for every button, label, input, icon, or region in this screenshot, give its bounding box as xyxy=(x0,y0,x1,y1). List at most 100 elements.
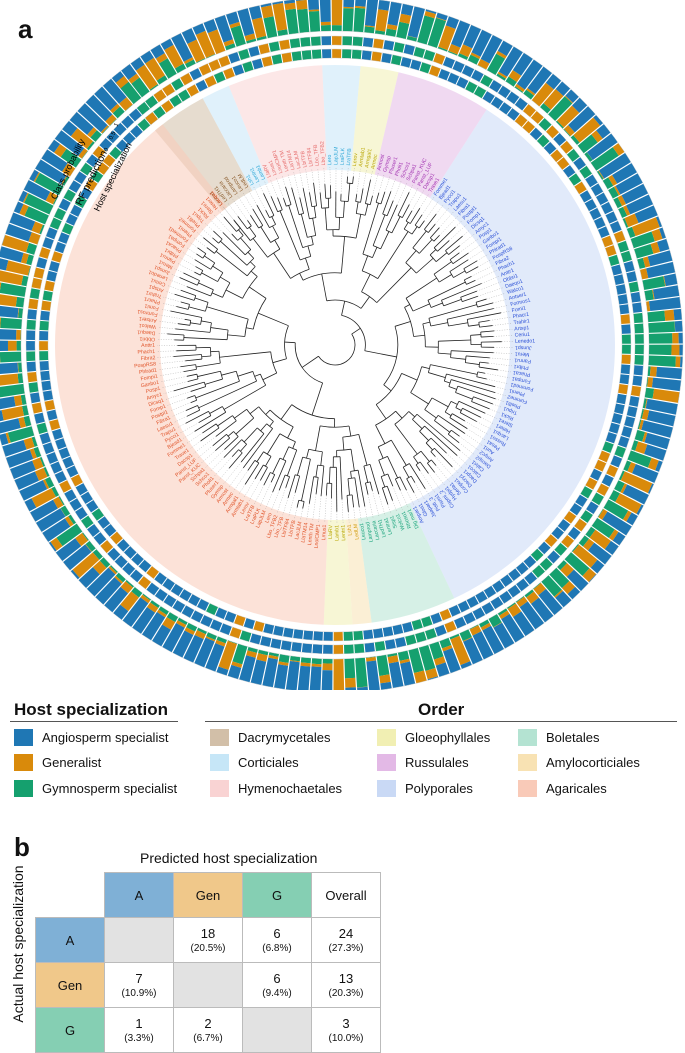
tree-branch xyxy=(476,299,486,302)
tree-branch xyxy=(257,452,264,462)
rf-prediction-cell xyxy=(363,37,373,47)
tree-branch xyxy=(249,227,256,236)
order-legend-amylocorticiales: Amylocorticiales xyxy=(518,752,640,772)
tree-branch xyxy=(451,430,459,436)
tree-branch xyxy=(257,205,270,227)
rf-prediction-cell xyxy=(373,39,384,49)
cm-cell xyxy=(105,918,174,963)
generalist-swatch xyxy=(14,754,33,771)
host-specialization-cell xyxy=(283,628,293,638)
tree-branch xyxy=(305,258,309,269)
tree-branch xyxy=(312,383,323,415)
dacrymycetales-label: Dacrymycetales xyxy=(238,730,330,745)
tip-guide xyxy=(164,297,181,302)
tree-branch xyxy=(307,449,309,458)
cm-cell xyxy=(174,963,243,1008)
cm-cell xyxy=(243,1008,312,1053)
tree-branch xyxy=(370,464,379,494)
tree-branch xyxy=(202,273,218,282)
order-legend-russulales: Russulales xyxy=(377,752,469,772)
host-specialization-cell xyxy=(621,324,630,333)
tree-branch xyxy=(356,214,361,238)
tree-branch xyxy=(449,386,457,389)
tree-branch xyxy=(265,456,271,466)
rf-prediction-cell xyxy=(606,465,618,477)
tip-guide xyxy=(490,317,511,320)
class-probability-segment xyxy=(343,0,354,7)
tree-branch xyxy=(198,283,213,290)
host-specialization-cell xyxy=(225,611,237,623)
tree-branch xyxy=(376,425,385,444)
tree-branch xyxy=(347,495,348,511)
host-specialization-cell xyxy=(51,251,62,262)
dacrymycetales-swatch xyxy=(210,729,229,746)
tree-branch xyxy=(267,434,280,454)
rf-prediction-cell xyxy=(610,221,622,233)
tree-branch xyxy=(211,328,228,330)
tip-guide xyxy=(459,436,478,450)
order-legend-gloeophyllales: Gloeophyllales xyxy=(377,727,490,747)
host-specialization-cell xyxy=(302,50,312,60)
host-legend-generalist: Generalist xyxy=(14,752,101,772)
host-specialization-cell xyxy=(223,68,235,80)
tree-branch xyxy=(194,272,200,275)
tree-branch xyxy=(471,335,481,336)
tree-branch xyxy=(458,386,496,399)
tree-branch xyxy=(210,407,223,414)
tree-branch xyxy=(285,342,296,343)
tree-branch xyxy=(447,309,494,320)
tree-branch xyxy=(361,297,369,309)
rf-prediction-cell xyxy=(228,52,240,64)
tree-branch xyxy=(186,411,209,423)
rf-prediction-cell xyxy=(50,462,62,474)
rf-prediction-cell xyxy=(43,442,55,454)
class-probability-segment xyxy=(377,655,390,676)
tree-branch xyxy=(232,450,238,457)
tree-branch xyxy=(176,350,196,351)
tip-guide xyxy=(233,199,248,220)
tree-branch xyxy=(419,221,424,228)
tree-branch xyxy=(283,447,289,460)
class-probability-segment xyxy=(16,330,21,340)
host-specialization-cell xyxy=(52,429,63,440)
tree-branch xyxy=(464,261,477,269)
tree-branch xyxy=(293,442,296,449)
class-probability-segment xyxy=(672,333,679,344)
cm-count: 13 xyxy=(312,971,380,986)
tree-branch xyxy=(405,304,410,307)
tree-branch xyxy=(292,188,299,215)
cm-percent: (6.8%) xyxy=(243,943,311,954)
tip-guide xyxy=(435,208,448,224)
rf-prediction-cell xyxy=(311,36,321,46)
rf-prediction-cell xyxy=(210,619,222,631)
tree-branch xyxy=(180,365,195,367)
tree-branch xyxy=(187,410,200,416)
tree-branch xyxy=(445,236,462,251)
tip-guide xyxy=(379,494,385,516)
rf-prediction-cell xyxy=(230,627,242,639)
cm-count: 2 xyxy=(174,1016,242,1031)
rf-prediction-cell xyxy=(621,251,632,263)
class-probability-segment xyxy=(0,352,21,363)
tip-guide xyxy=(294,172,300,198)
cm-count: 1 xyxy=(105,1016,173,1031)
tip-guide xyxy=(172,411,186,417)
host-specialization-cell xyxy=(43,390,53,400)
tree-branch xyxy=(199,381,257,408)
tip-label: Lsh1 xyxy=(347,524,354,536)
cm-row-label-a: A xyxy=(36,918,105,963)
class-probability-segment xyxy=(261,5,274,18)
rf-prediction-cell xyxy=(354,644,364,654)
host-specialization-cell xyxy=(293,629,303,639)
rf-prediction-cell xyxy=(240,630,252,641)
tree-branch xyxy=(472,401,490,408)
tree-branch xyxy=(213,238,219,243)
host-specialization-cell xyxy=(362,50,372,60)
tip-guide xyxy=(439,212,453,228)
tip-guide xyxy=(289,493,296,517)
tree-branch xyxy=(326,483,327,495)
tree-branch xyxy=(378,447,383,459)
rf-prediction-cell xyxy=(42,237,54,249)
tree-branch xyxy=(311,236,313,244)
cm-row-label-g: G xyxy=(36,1008,105,1053)
